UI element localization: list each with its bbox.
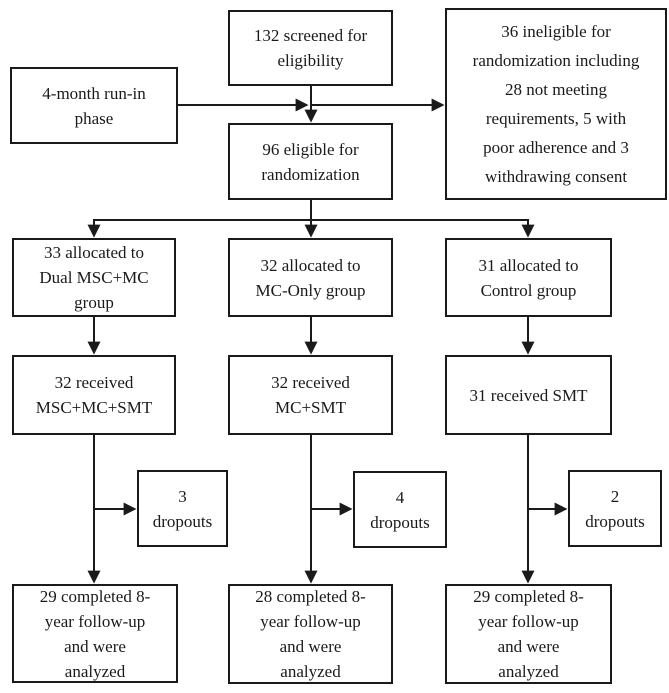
node-ineligible-for-randomization: 36 ineligible for randomization includin…: [445, 8, 667, 200]
node-received-msc-mc-smt: 32 received MSC+MC+SMT: [12, 355, 176, 435]
node-received-smt: 31 received SMT: [445, 355, 612, 435]
node-completed-dual-group: 29 completed 8- year follow-up and were …: [12, 584, 178, 683]
node-received-mc-smt: 32 received MC+SMT: [228, 355, 393, 435]
node-completed-mc-only-group: 28 completed 8- year follow-up and were …: [228, 584, 393, 684]
node-completed-control-group: 29 completed 8- year follow-up and were …: [445, 584, 612, 684]
node-dropouts-mc-only-group: 4 dropouts: [353, 471, 447, 548]
node-eligible-for-randomization: 96 eligible for randomization: [228, 123, 393, 200]
node-screened-for-eligibility: 132 screened for eligibility: [228, 10, 393, 86]
node-allocated-control-group: 31 allocated to Control group: [445, 238, 612, 317]
node-allocated-mc-only-group: 32 allocated to MC-Only group: [228, 238, 393, 317]
node-allocated-dual-msc-mc-group: 33 allocated to Dual MSC+MC group: [12, 238, 176, 317]
node-run-in-phase: 4-month run-in phase: [10, 67, 178, 144]
node-dropouts-control-group: 2 dropouts: [568, 470, 662, 547]
node-dropouts-dual-group: 3 dropouts: [137, 470, 228, 547]
